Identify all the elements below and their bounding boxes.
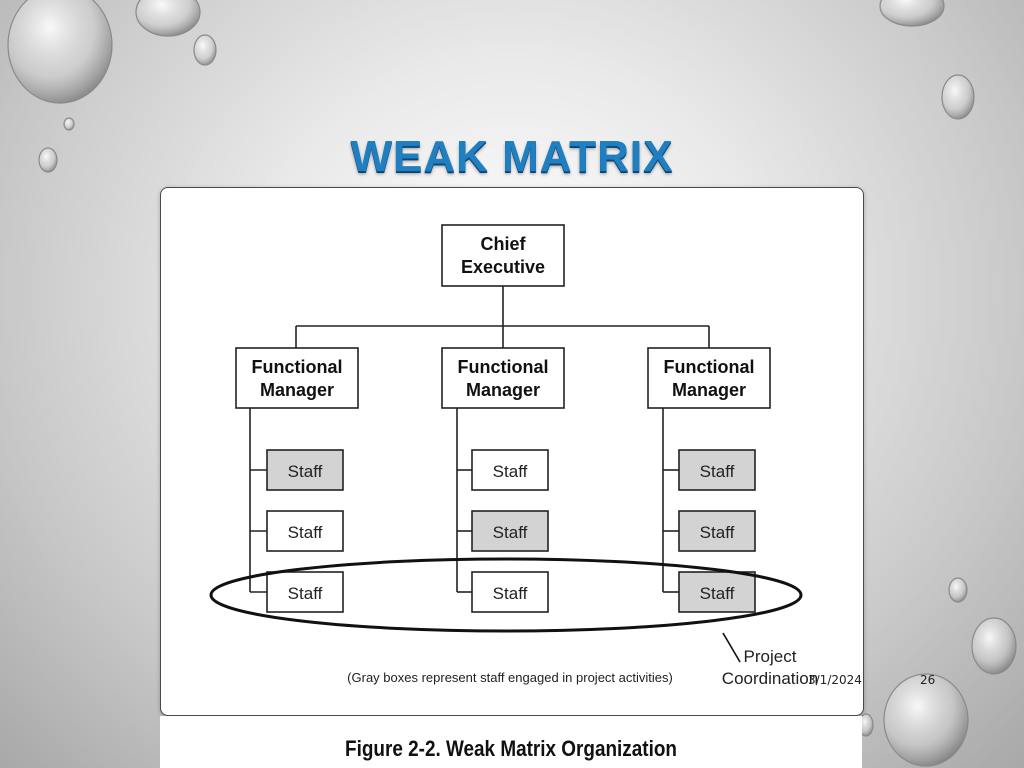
manager-label-line-2: Manager xyxy=(260,380,334,400)
functional-manager-box-3: Functional Manager xyxy=(647,347,771,409)
water-drop-icon xyxy=(63,117,75,131)
water-drop-icon xyxy=(38,147,58,173)
staff-box-col2-row2: Staff xyxy=(471,510,549,552)
water-drop-icon xyxy=(971,617,1017,675)
staff-label: Staff xyxy=(493,584,528,603)
staff-label: Staff xyxy=(700,523,735,542)
staff-label: Staff xyxy=(493,523,528,542)
project-label-line-2: Coordination xyxy=(722,669,818,688)
staff-label: Staff xyxy=(288,462,323,481)
functional-manager-box-1: Functional Manager xyxy=(235,347,359,409)
slide-title: WEAK MATRIX xyxy=(350,132,674,181)
slide-date: 3/1/2024 xyxy=(808,673,862,687)
chief-executive-box: Chief Executive xyxy=(441,224,565,287)
staff-box-col1-row1: Staff xyxy=(266,449,344,491)
manager-label-line-2: Manager xyxy=(672,380,746,400)
staff-box-col1-row3: Staff xyxy=(266,571,344,613)
staff-box-col1-row2: Staff xyxy=(266,510,344,552)
staff-box-col2-row1: Staff xyxy=(471,449,549,491)
staff-box-col3-row3: Staff xyxy=(678,571,756,613)
water-drop-icon xyxy=(7,0,113,104)
water-drop-icon xyxy=(193,34,217,66)
legend-note: (Gray boxes represent staff engaged in p… xyxy=(347,670,673,685)
water-drop-icon xyxy=(879,0,945,27)
staff-label: Staff xyxy=(700,462,735,481)
manager-label-line-1: Functional xyxy=(458,357,549,377)
chief-label-line-2: Executive xyxy=(461,257,545,277)
water-drop-icon xyxy=(135,0,201,37)
figure-caption: Figure 2-2. Weak Matrix Organization xyxy=(345,736,677,761)
project-coordination-pointer xyxy=(722,632,741,663)
manager-label-line-1: Functional xyxy=(664,357,755,377)
staff-label: Staff xyxy=(493,462,528,481)
chief-label-line-1: Chief xyxy=(481,234,527,254)
staff-box-col2-row3: Staff xyxy=(471,571,549,613)
staff-box-col3-row2: Staff xyxy=(678,510,756,552)
staff-label: Staff xyxy=(288,523,323,542)
water-drop-icon xyxy=(941,74,975,120)
manager-label-line-2: Manager xyxy=(466,380,540,400)
project-label-line-1: Project xyxy=(744,647,797,666)
connector-lines xyxy=(295,286,710,348)
manager-label-line-1: Functional xyxy=(252,357,343,377)
staff-box-col3-row1: Staff xyxy=(678,449,756,491)
staff-layer: StaffStaffStaffStaffStaffStaffStaffStaff… xyxy=(249,408,756,613)
slide-page-number: 26 xyxy=(920,673,936,687)
functional-manager-box-2: Functional Manager xyxy=(441,347,565,409)
water-drop-icon xyxy=(948,577,968,603)
staff-label: Staff xyxy=(700,584,735,603)
project-coordination-ellipse xyxy=(209,557,803,633)
water-drop-icon xyxy=(883,673,969,767)
caption-strip xyxy=(160,716,862,768)
staff-label: Staff xyxy=(288,584,323,603)
